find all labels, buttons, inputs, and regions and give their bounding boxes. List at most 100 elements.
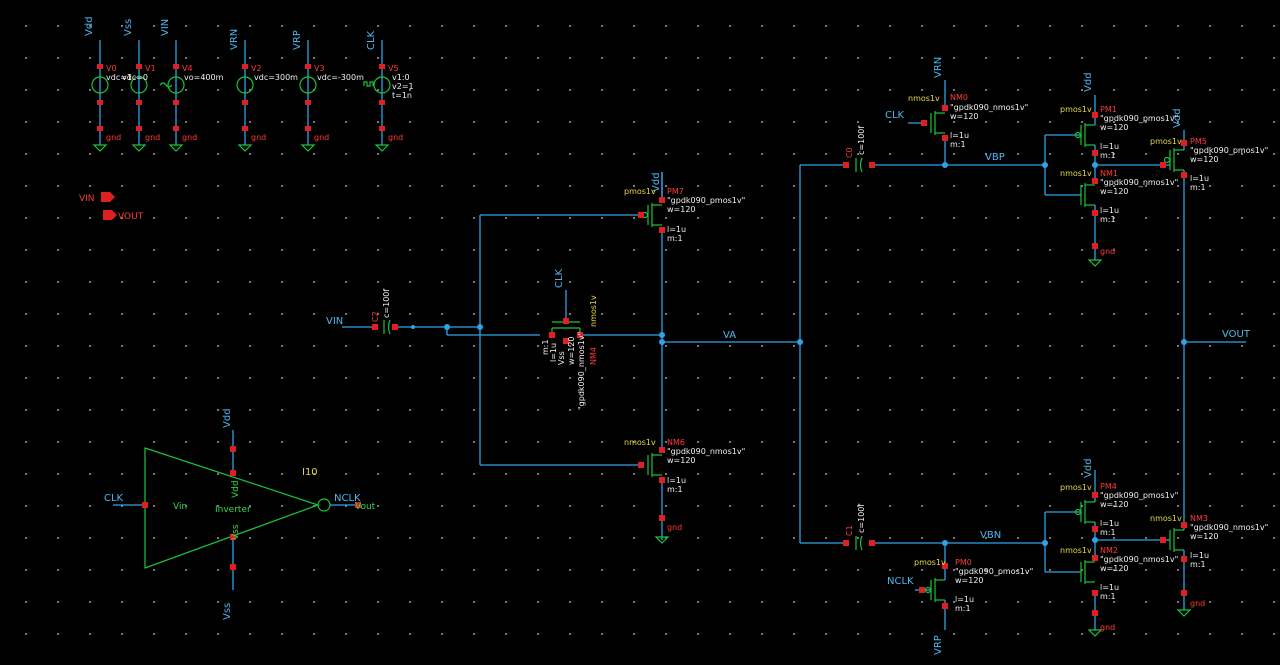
transistor-pm5[interactable]: pmos1v PM5 "gpdk090_pmos1v" w=120 l=1u m… <box>1150 137 1268 192</box>
inverter-i10[interactable]: CLK NCLK Vdd Vss Vin Vout Vdd Vss Invert… <box>104 408 376 620</box>
capacitor-c2-inst: C2 <box>371 311 380 322</box>
nm2-w: w=120 <box>1100 564 1129 573</box>
net-vin-label: VIN <box>326 316 343 327</box>
pm4-type: pmos1v <box>1060 483 1092 492</box>
source-vin-inst: V4 <box>182 64 193 73</box>
gnd-label: gnd <box>182 133 197 142</box>
net-nclk-label: NCLK <box>887 576 914 587</box>
inverter-clk-net: CLK <box>104 493 124 504</box>
capacitor-c2[interactable]: C2 c=100f <box>371 289 398 335</box>
nm3-model: "gpdk090_nmos1v" <box>1190 523 1268 532</box>
inverter-vin-pin: Vin <box>173 502 187 512</box>
pin-vout[interactable]: VOUT <box>103 210 144 222</box>
pm0-inst: PM0 <box>955 558 972 567</box>
source-clk-param: v1:0 <box>392 73 410 82</box>
switch-vss: Vss <box>557 351 566 365</box>
wires-left <box>342 172 803 540</box>
transistor-nm3[interactable]: nmos1v NM3 "gpdk090_nmos1v" w=120 l=1u m… <box>1150 514 1268 617</box>
pm7-inst: PM7 <box>667 187 684 196</box>
source-vrp-param: vdc=-300m <box>317 73 364 82</box>
transistor-pm1[interactable]: pmos1v PM1 "gpdk090_pmos1v" w=120 l=1u m… <box>1060 105 1178 160</box>
capacitor-c0-inst: C0 <box>845 147 854 158</box>
gnd-label: gnd <box>388 133 403 142</box>
source-clk-param3: t=1n <box>392 91 412 100</box>
gnd-label: gnd <box>145 133 160 142</box>
switch-transistor[interactable]: CLK nmos1v NM4 m:1 l=1u Vss w=120 "gpdk0… <box>541 268 598 410</box>
transistor-nm0[interactable]: nmos1v NM0 "gpdk090_nmos1v" w=120 l=1u m… <box>908 93 1028 149</box>
pm4-m: m:1 <box>1100 528 1116 537</box>
nm2-m: m:1 <box>1100 592 1116 601</box>
pm5-m: m:1 <box>1190 183 1206 192</box>
pm0-type: pmos1v <box>914 558 946 567</box>
inverter-vss-pin: Vss <box>231 524 241 540</box>
nm1-inst: NM1 <box>1100 169 1118 178</box>
transistor-nm6[interactable]: nmos1v NM6 "gpdk090_nmos1v" w=120 l=1u m… <box>624 438 745 544</box>
source-vss[interactable]: Vss V1 vdc=0 gnd <box>122 19 160 152</box>
switch-m: m:1 <box>541 339 550 355</box>
capacitor-c1[interactable]: C1 c=100f <box>843 504 875 551</box>
source-vrp[interactable]: VRP V3 vdc=-300m gnd <box>292 30 364 152</box>
nm2-type: nmos1v <box>1060 546 1092 555</box>
source-vin[interactable]: VIN V4 vo=400m gnd <box>159 19 224 152</box>
inverter-name: Inverter <box>215 505 251 515</box>
transistor-nm2[interactable]: nmos1v NM2 "gpdk090_nmos1v" w=120 l=1u m… <box>1060 546 1178 637</box>
nm3-m: m:1 <box>1190 560 1206 569</box>
nm0-l: l=1u <box>950 131 969 140</box>
net-vbn-label: VBN <box>980 530 1001 541</box>
inverter-vdd-pin: Vdd <box>231 480 241 498</box>
nm2-model: "gpdk090_nmos1v" <box>1100 555 1178 564</box>
pm4-l: l=1u <box>1100 519 1119 528</box>
wires-right <box>799 80 1246 630</box>
pm0-l: l=1u <box>955 595 974 604</box>
source-clk[interactable]: CLK V5 v1:0 v2=1 t=1n gnd <box>363 30 414 152</box>
nm2-l: l=1u <box>1100 583 1119 592</box>
transistor-nm1[interactable]: nmos1v NM1 "gpdk090_nmos1v" w=120 l=1u m… <box>1060 169 1178 267</box>
gnd-label: gnd <box>251 133 266 142</box>
pm7-m: m:1 <box>667 234 683 243</box>
inverter-vdd-net: Vdd <box>222 408 233 428</box>
source-vdd-net: Vdd <box>84 16 95 36</box>
pm0-model: "gpdk090_pmos1v" <box>955 567 1033 576</box>
source-vdd-param: vdc=1 <box>106 73 132 82</box>
pm7-model: "gpdk090_pmos1v" <box>667 196 745 205</box>
inverter-vout-pin: Vout <box>355 502 376 512</box>
source-vss-net: Vss <box>123 19 134 36</box>
capacitor-c1-inst: C1 <box>845 525 854 536</box>
source-clk-inst: V5 <box>388 64 399 73</box>
source-vrn-param: vdc=300m <box>254 73 298 82</box>
source-vrn[interactable]: VRN V2 vdc=300m gnd <box>229 29 298 152</box>
transistor-pm4[interactable]: pmos1v PM4 "gpdk090_pmos1v" w=120 l=1u m… <box>1060 482 1178 537</box>
source-vin-net: VIN <box>160 19 171 36</box>
net-vrp-label: VRP <box>933 635 944 655</box>
pm1-inst: PM1 <box>1100 105 1117 114</box>
pm1-w: w=120 <box>1100 123 1129 132</box>
nm0-type: nmos1v <box>908 94 940 103</box>
nm1-model: "gpdk090_nmos1v" <box>1100 178 1178 187</box>
net-vdd-right-label: Vdd <box>1172 108 1183 128</box>
pm7-vdd-net: Vdd <box>651 172 662 192</box>
transistor-pm7[interactable]: Vdd pmos1v PM7 "gpdk090_pmos1v" w=120 l=… <box>624 172 745 243</box>
pm7-l: l=1u <box>667 225 686 234</box>
source-vdd[interactable]: Vdd V0 vdc=1 gnd <box>84 16 132 152</box>
pin-vin-label: VIN <box>79 194 95 204</box>
inverter-vss-net: Vss <box>222 603 233 620</box>
capacitor-c0[interactable]: C0 c=100f <box>843 126 875 173</box>
capacitor-c1-param: c=100f <box>857 504 866 533</box>
pm4-model: "gpdk090_pmos1v" <box>1100 491 1178 500</box>
pin-vin[interactable]: VIN <box>79 192 115 204</box>
pm1-model: "gpdk090_pmos1v" <box>1100 114 1178 123</box>
inverter-nclk-net: NCLK <box>334 493 361 504</box>
net-vbp-label: VBP <box>985 152 1005 163</box>
transistor-pm0[interactable]: pmos1v PM0 "gpdk090_pmos1v" w=120 l=1u m… <box>914 558 1033 613</box>
switch-w: w=120 <box>567 336 576 365</box>
nm6-m: m:1 <box>667 485 683 494</box>
nm6-type: nmos1v <box>624 438 656 447</box>
nm3-type: nmos1v <box>1150 514 1182 523</box>
net-vout-label: VOUT <box>1222 329 1251 340</box>
switch-inst: NM4 <box>589 347 598 365</box>
source-vrn-net: VRN <box>229 29 240 50</box>
net-clk-label: CLK <box>885 110 905 121</box>
pm4-w: w=120 <box>1100 500 1129 509</box>
nm3-w: w=120 <box>1190 532 1219 541</box>
